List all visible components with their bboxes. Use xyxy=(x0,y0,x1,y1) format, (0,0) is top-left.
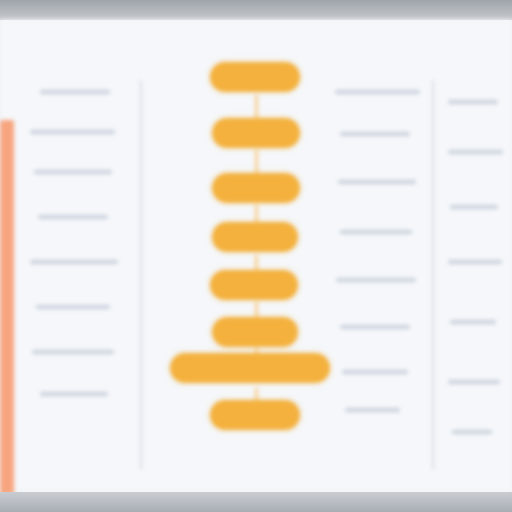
column-divider-right xyxy=(432,80,434,470)
handwriting-left-2 xyxy=(30,130,115,134)
flow-connector xyxy=(255,95,258,120)
column-divider-left xyxy=(140,80,142,470)
flow-connector xyxy=(255,302,258,327)
handwriting-right-5 xyxy=(336,278,416,282)
handwriting-left-8 xyxy=(40,392,108,396)
flowchart-node-6 xyxy=(212,317,298,347)
flow-connector xyxy=(255,150,258,175)
handwriting-left-7 xyxy=(32,350,114,354)
whiteboard-top-frame xyxy=(0,0,512,20)
flowchart-node-1 xyxy=(210,62,300,92)
flow-connector xyxy=(255,255,258,280)
flow-connector xyxy=(255,205,258,230)
handwriting-left-5 xyxy=(30,260,118,264)
handwriting-right-3 xyxy=(338,180,416,184)
handwriting-far-right-3 xyxy=(450,205,498,209)
handwriting-left-1 xyxy=(40,90,110,94)
handwriting-left-3 xyxy=(34,170,112,174)
handwriting-left-4 xyxy=(38,215,108,219)
flowchart-node-4 xyxy=(212,222,298,252)
handwriting-right-1 xyxy=(335,90,420,94)
handwriting-far-right-2 xyxy=(448,150,503,154)
flowchart-node-7 xyxy=(170,353,330,383)
whiteboard-bottom-frame xyxy=(0,492,512,512)
handwriting-far-right-6 xyxy=(448,380,500,384)
whiteboard xyxy=(0,20,512,495)
side-accent-strip xyxy=(0,120,14,495)
handwriting-far-right-7 xyxy=(452,430,492,434)
handwriting-right-4 xyxy=(340,230,412,234)
handwriting-right-2 xyxy=(340,132,410,136)
flowchart-node-5 xyxy=(210,270,298,300)
handwriting-far-right-5 xyxy=(450,320,496,324)
handwriting-left-6 xyxy=(36,305,110,309)
handwriting-far-right-4 xyxy=(448,260,502,264)
flowchart-node-8 xyxy=(210,400,300,430)
handwriting-right-7 xyxy=(342,370,408,374)
flowchart-node-2 xyxy=(212,118,300,148)
handwriting-right-6 xyxy=(340,325,410,329)
handwriting-far-right-1 xyxy=(448,100,498,104)
handwriting-right-8 xyxy=(345,408,400,412)
flowchart-node-3 xyxy=(212,173,300,203)
